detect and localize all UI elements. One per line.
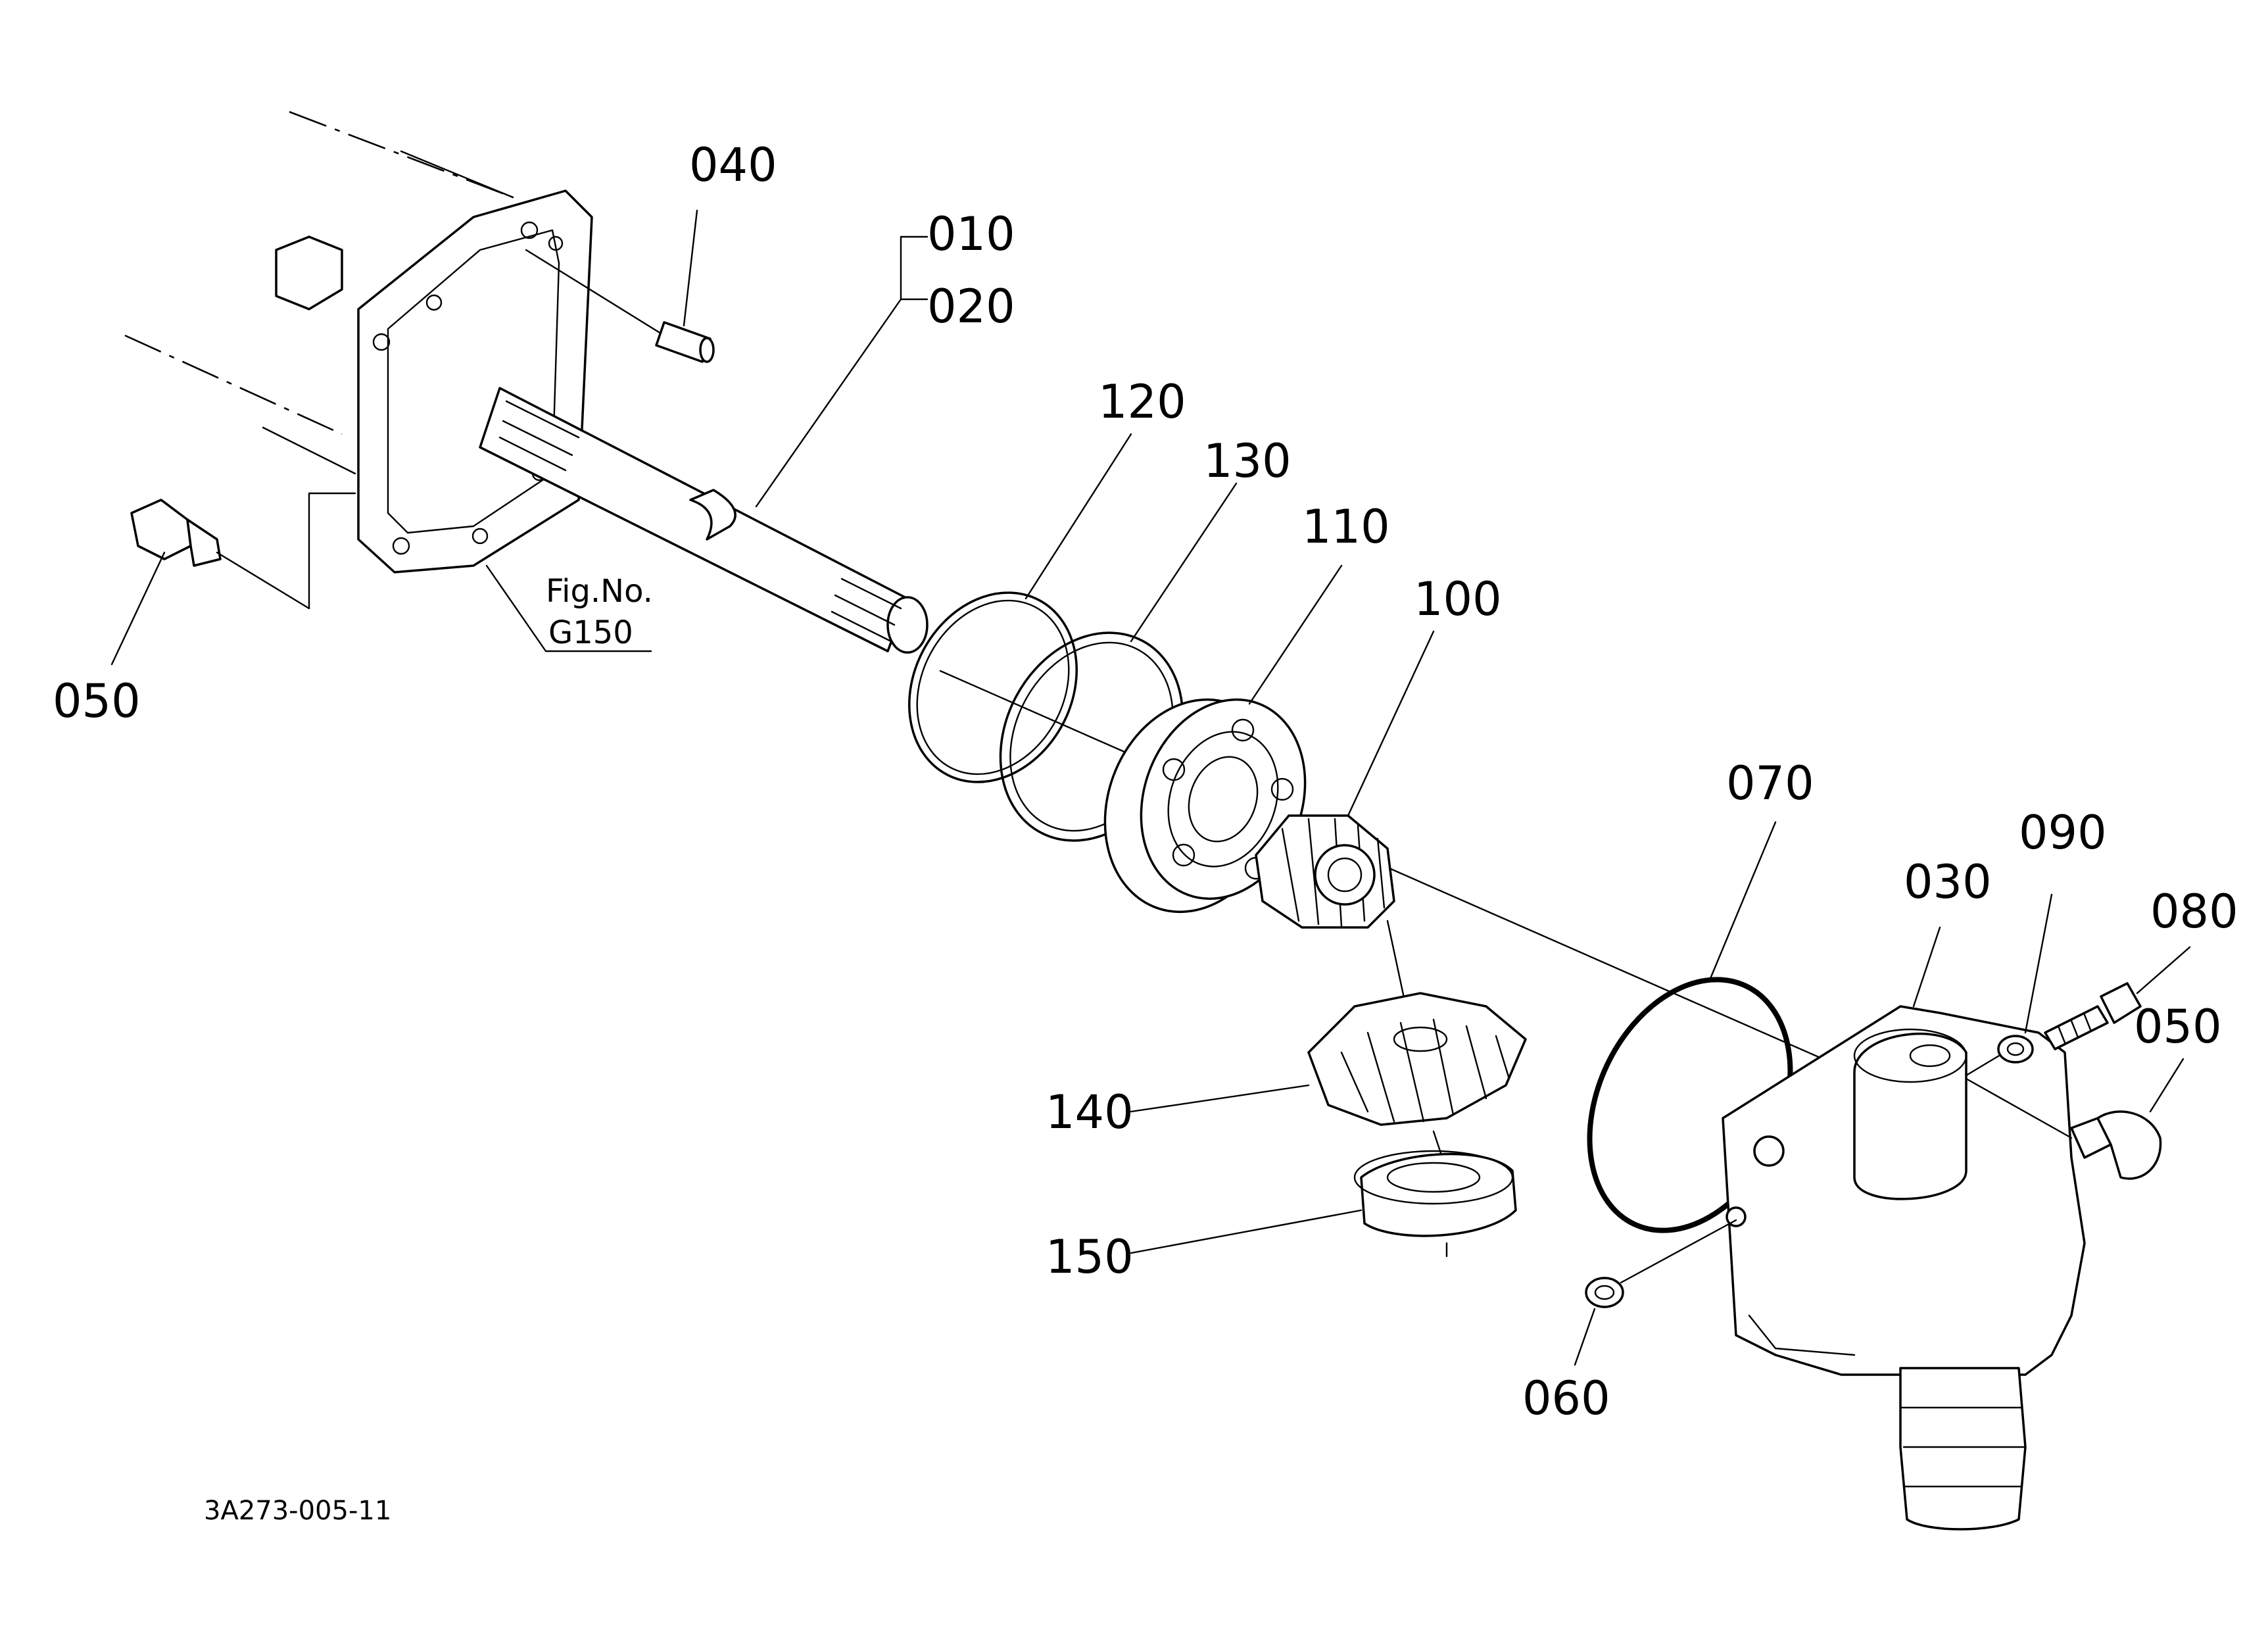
center-axis <box>939 670 1974 1126</box>
fig-ref-line2: G150 <box>548 614 633 651</box>
plug-060: 060 <box>1522 1219 1737 1425</box>
fig-reference: Fig.No. G150 <box>485 564 653 652</box>
drawing-code: 3A273-005-11 <box>204 1496 391 1526</box>
pin-040: 040 <box>525 138 777 363</box>
label-080: 080 <box>2150 885 2238 939</box>
label-070: 070 <box>1726 756 1814 810</box>
label-100: 100 <box>1414 572 1502 626</box>
fig-ref-line1: Fig.No. <box>546 573 653 610</box>
bevel-gear-140: 140 <box>1046 920 1527 1139</box>
label-020: 020 <box>927 280 1015 333</box>
gear-case-030: 030 <box>1722 855 2086 1531</box>
label-040: 040 <box>689 138 777 192</box>
label-120: 120 <box>1098 375 1186 429</box>
label-140: 140 <box>1046 1085 1134 1139</box>
label-090: 090 <box>2019 806 2107 860</box>
label-010: 010 <box>927 207 1015 261</box>
label-030: 030 <box>1904 855 1992 909</box>
label-110: 110 <box>1302 500 1390 554</box>
shaft-010-020: 010 020 <box>479 207 1015 654</box>
label-050-left: 050 <box>53 674 141 728</box>
label-060: 060 <box>1522 1371 1610 1425</box>
label-050-right: 050 <box>2134 1000 2222 1054</box>
bolt-080: 080 <box>2044 885 2238 1050</box>
bearing-150: 150 <box>1046 1130 1517 1284</box>
bevel-gear-100: 100 <box>1255 572 1502 929</box>
bolt-050-left: 050 <box>53 492 356 728</box>
ring-130: 130 <box>999 434 1291 842</box>
snap-ring-120: 120 <box>908 375 1186 783</box>
label-130: 130 <box>1203 434 1291 488</box>
bolt-050-right: 050 <box>1965 1000 2222 1180</box>
housing-flange <box>124 111 593 574</box>
label-150: 150 <box>1046 1230 1134 1284</box>
washer-090: 090 <box>1965 806 2107 1077</box>
